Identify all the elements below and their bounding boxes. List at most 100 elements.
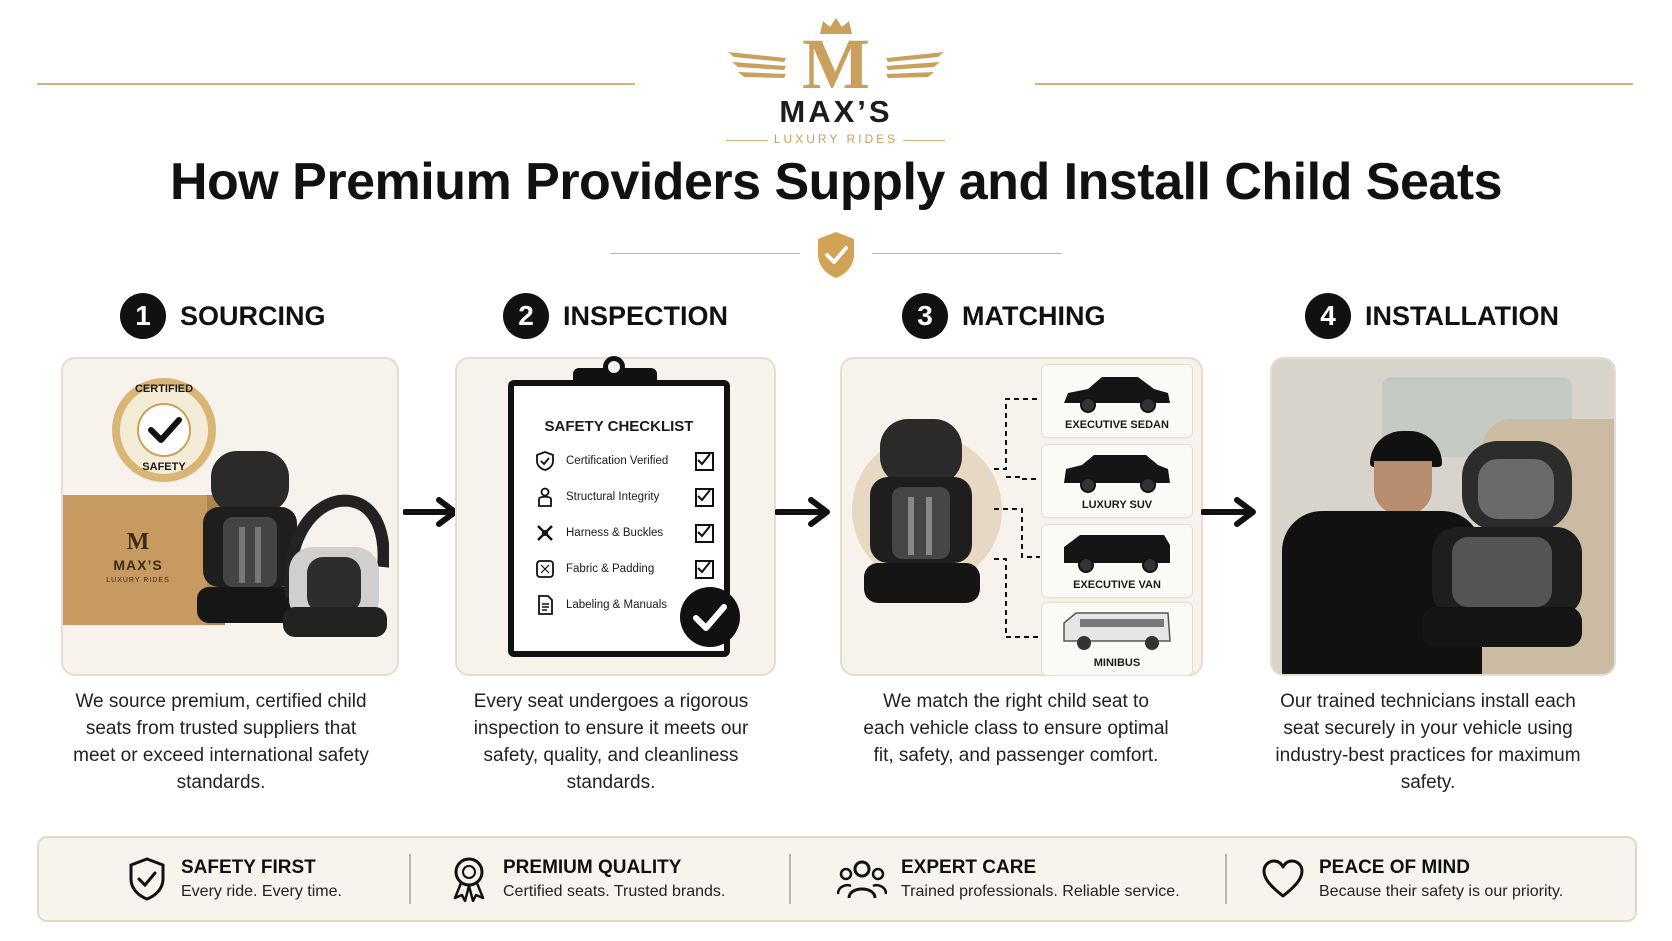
checklist-item: Harness & Buckles xyxy=(534,520,714,546)
step-3-description: We match the right child seat to each ve… xyxy=(863,691,1169,766)
arrow-right-icon xyxy=(775,497,830,527)
tagline-rule-left xyxy=(726,140,768,141)
feature-divider xyxy=(789,854,791,904)
checklist-item-label: Certification Verified xyxy=(566,455,669,467)
checkbox-checked-icon xyxy=(695,451,714,471)
step-1-number: 1 xyxy=(120,293,166,339)
minibus-icon xyxy=(1063,612,1171,650)
feature-subtitle: Every ride. Every time. xyxy=(181,883,342,900)
step-2-description: Every seat undergoes a rigorous inspecti… xyxy=(473,691,749,793)
sourcing-panel: CERTIFIED SAFETY M MAX’S LUXURY RIDES xyxy=(61,357,399,676)
header-rule-left xyxy=(37,83,635,85)
feature-divider xyxy=(409,854,411,904)
checklist-item: Fabric & Padding xyxy=(534,556,714,582)
step-4-description: Our trained technicians install each sea… xyxy=(1275,691,1581,793)
vehicle-card-sedan: EXECUTIVE SEDAN xyxy=(1041,364,1193,438)
step-3-header: 3 MATCHING xyxy=(902,293,1105,339)
arrow-right-icon xyxy=(403,497,458,527)
box-brand-sub: LUXURY RIDES xyxy=(106,577,170,584)
brand-monogram: M xyxy=(802,24,870,104)
badge-top-text: CERTIFIED xyxy=(134,383,194,395)
feature-title: PEACE OF MIND xyxy=(1319,857,1470,878)
suv-icon xyxy=(1064,455,1170,493)
wing-right-icon xyxy=(886,52,944,78)
feature-peace-of-mind: PEACE OF MIND Because their safety is ou… xyxy=(1261,838,1563,920)
shield-check-emblem-icon xyxy=(818,232,854,278)
feature-safety-first: SAFETY FIRST Every ride. Every time. xyxy=(127,838,342,920)
header-rule-right xyxy=(1035,83,1633,85)
team-icon xyxy=(837,860,887,899)
shield-check-icon xyxy=(129,857,165,901)
shield-icon xyxy=(536,451,554,471)
step-4-header: 4 INSTALLATION xyxy=(1305,293,1559,339)
page-title: How Premium Providers Supply and Install… xyxy=(169,153,1503,211)
badge-bottom-text: SAFETY xyxy=(142,461,186,473)
fabric-icon xyxy=(536,560,554,578)
checkbox-checked-icon xyxy=(695,559,714,579)
certified-safety-badge xyxy=(112,378,216,482)
title-rule-left xyxy=(610,253,800,254)
vehicle-label: LUXURY SUV xyxy=(1081,499,1153,511)
step-3-number: 3 xyxy=(902,293,948,339)
features-bar: SAFETY FIRST Every ride. Every time. PRE… xyxy=(37,836,1637,922)
clipboard-ring xyxy=(603,356,625,378)
installation-panel xyxy=(1270,357,1616,676)
vehicle-label: EXECUTIVE VAN xyxy=(1073,579,1161,591)
vehicle-card-minibus: MINIBUS xyxy=(1041,602,1193,676)
step-3-title: MATCHING xyxy=(962,300,1106,331)
seat-icon xyxy=(538,487,552,507)
wing-left-icon xyxy=(728,52,786,78)
arrow-right-icon xyxy=(1201,497,1256,527)
title-rule-right xyxy=(872,253,1062,254)
checkbox-checked-icon xyxy=(695,487,714,507)
feature-title: PREMIUM QUALITY xyxy=(503,857,682,878)
checklist-title: SAFETY CHECKLIST xyxy=(544,418,694,435)
connector-lines xyxy=(994,398,1040,638)
feature-subtitle: Because their safety is our priority. xyxy=(1319,883,1564,900)
vehicle-label: EXECUTIVE SEDAN xyxy=(1065,419,1169,431)
tagline-rule-right xyxy=(903,140,945,141)
checkbox-checked-icon xyxy=(695,523,714,543)
brand-tagline: LUXURY RIDES xyxy=(773,132,899,146)
step-1-description: We source premium, certified child seats… xyxy=(73,691,369,793)
box-brand-monogram: M xyxy=(126,529,150,555)
brand-name: MAX’S xyxy=(779,94,893,129)
check-circle-icon xyxy=(680,587,740,647)
convertible-car-seat-icon xyxy=(864,419,980,603)
step-4-title: INSTALLATION xyxy=(1365,300,1559,331)
crown-icon xyxy=(820,18,852,34)
checklist-item-label: Fabric & Padding xyxy=(566,563,655,575)
checklist-item-label: Labeling & Manuals xyxy=(566,599,668,611)
feature-title: SAFETY FIRST xyxy=(181,857,316,878)
box-brand-name: MAX’S xyxy=(113,557,163,573)
vehicle-card-suv: LUXURY SUV xyxy=(1041,444,1193,518)
feature-expert-care: EXPERT CARE Trained professionals. Relia… xyxy=(837,838,1180,920)
vehicle-card-van: EXECUTIVE VAN xyxy=(1041,524,1193,598)
buckle-icon xyxy=(537,525,553,541)
installed-car-seat-icon xyxy=(1422,441,1582,647)
vehicle-label: MINIBUS xyxy=(1093,657,1141,669)
checklist-item-label: Harness & Buckles xyxy=(566,527,664,539)
step-2-header: 2 INSPECTION xyxy=(503,293,728,339)
infant-carrier-icon xyxy=(283,494,389,637)
sedan-icon xyxy=(1064,377,1170,413)
step-4-number: 4 xyxy=(1305,293,1351,339)
heart-icon xyxy=(1262,859,1304,898)
document-icon xyxy=(538,595,553,615)
van-icon xyxy=(1064,535,1170,573)
checklist-item: Structural Integrity xyxy=(534,484,714,510)
step-1-title: SOURCING xyxy=(180,300,326,331)
feature-divider xyxy=(1225,854,1227,904)
award-ribbon-icon xyxy=(453,857,485,902)
step-1-header: 1 SOURCING xyxy=(120,293,326,339)
feature-premium-quality: PREMIUM QUALITY Certified seats. Trusted… xyxy=(449,838,725,920)
technician-head xyxy=(1374,461,1432,515)
checklist-item: Certification Verified xyxy=(534,448,714,474)
step-2-number: 2 xyxy=(503,293,549,339)
step-2-title: INSPECTION xyxy=(563,300,729,331)
car-seat-black-icon xyxy=(197,451,301,623)
feature-subtitle: Trained professionals. Reliable service. xyxy=(901,883,1180,900)
feature-subtitle: Certified seats. Trusted brands. xyxy=(503,883,726,900)
checklist-item-label: Structural Integrity xyxy=(566,491,660,503)
feature-title: EXPERT CARE xyxy=(901,857,1037,878)
